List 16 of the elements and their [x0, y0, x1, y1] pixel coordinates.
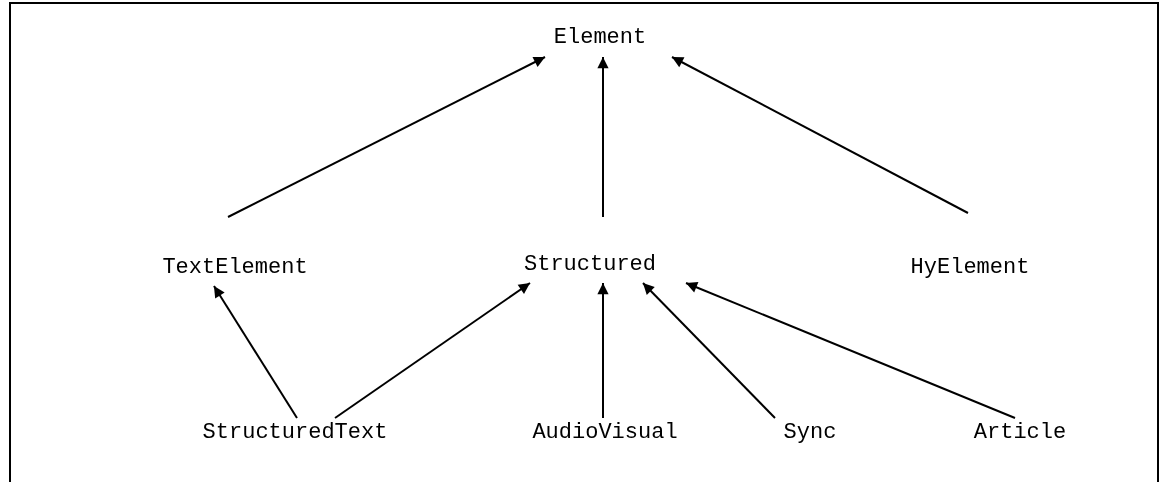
class-name: Sync [783, 420, 837, 446]
arrow [334, 282, 531, 419]
arrow [227, 56, 546, 218]
class-name: Article [973, 420, 1067, 446]
arrow [597, 56, 609, 218]
class-name: HyElement [910, 255, 1030, 280]
arrow [597, 282, 609, 419]
arrow [642, 282, 776, 419]
arrow [671, 56, 969, 214]
arrow [685, 282, 1016, 419]
class-name: TextElement [162, 255, 308, 280]
class-name: AudioVisual [532, 420, 678, 446]
class-name: Element [553, 26, 647, 51]
class-name: StructuredText [202, 420, 388, 446]
arrow [213, 285, 298, 419]
class-name: Structured [524, 252, 656, 277]
